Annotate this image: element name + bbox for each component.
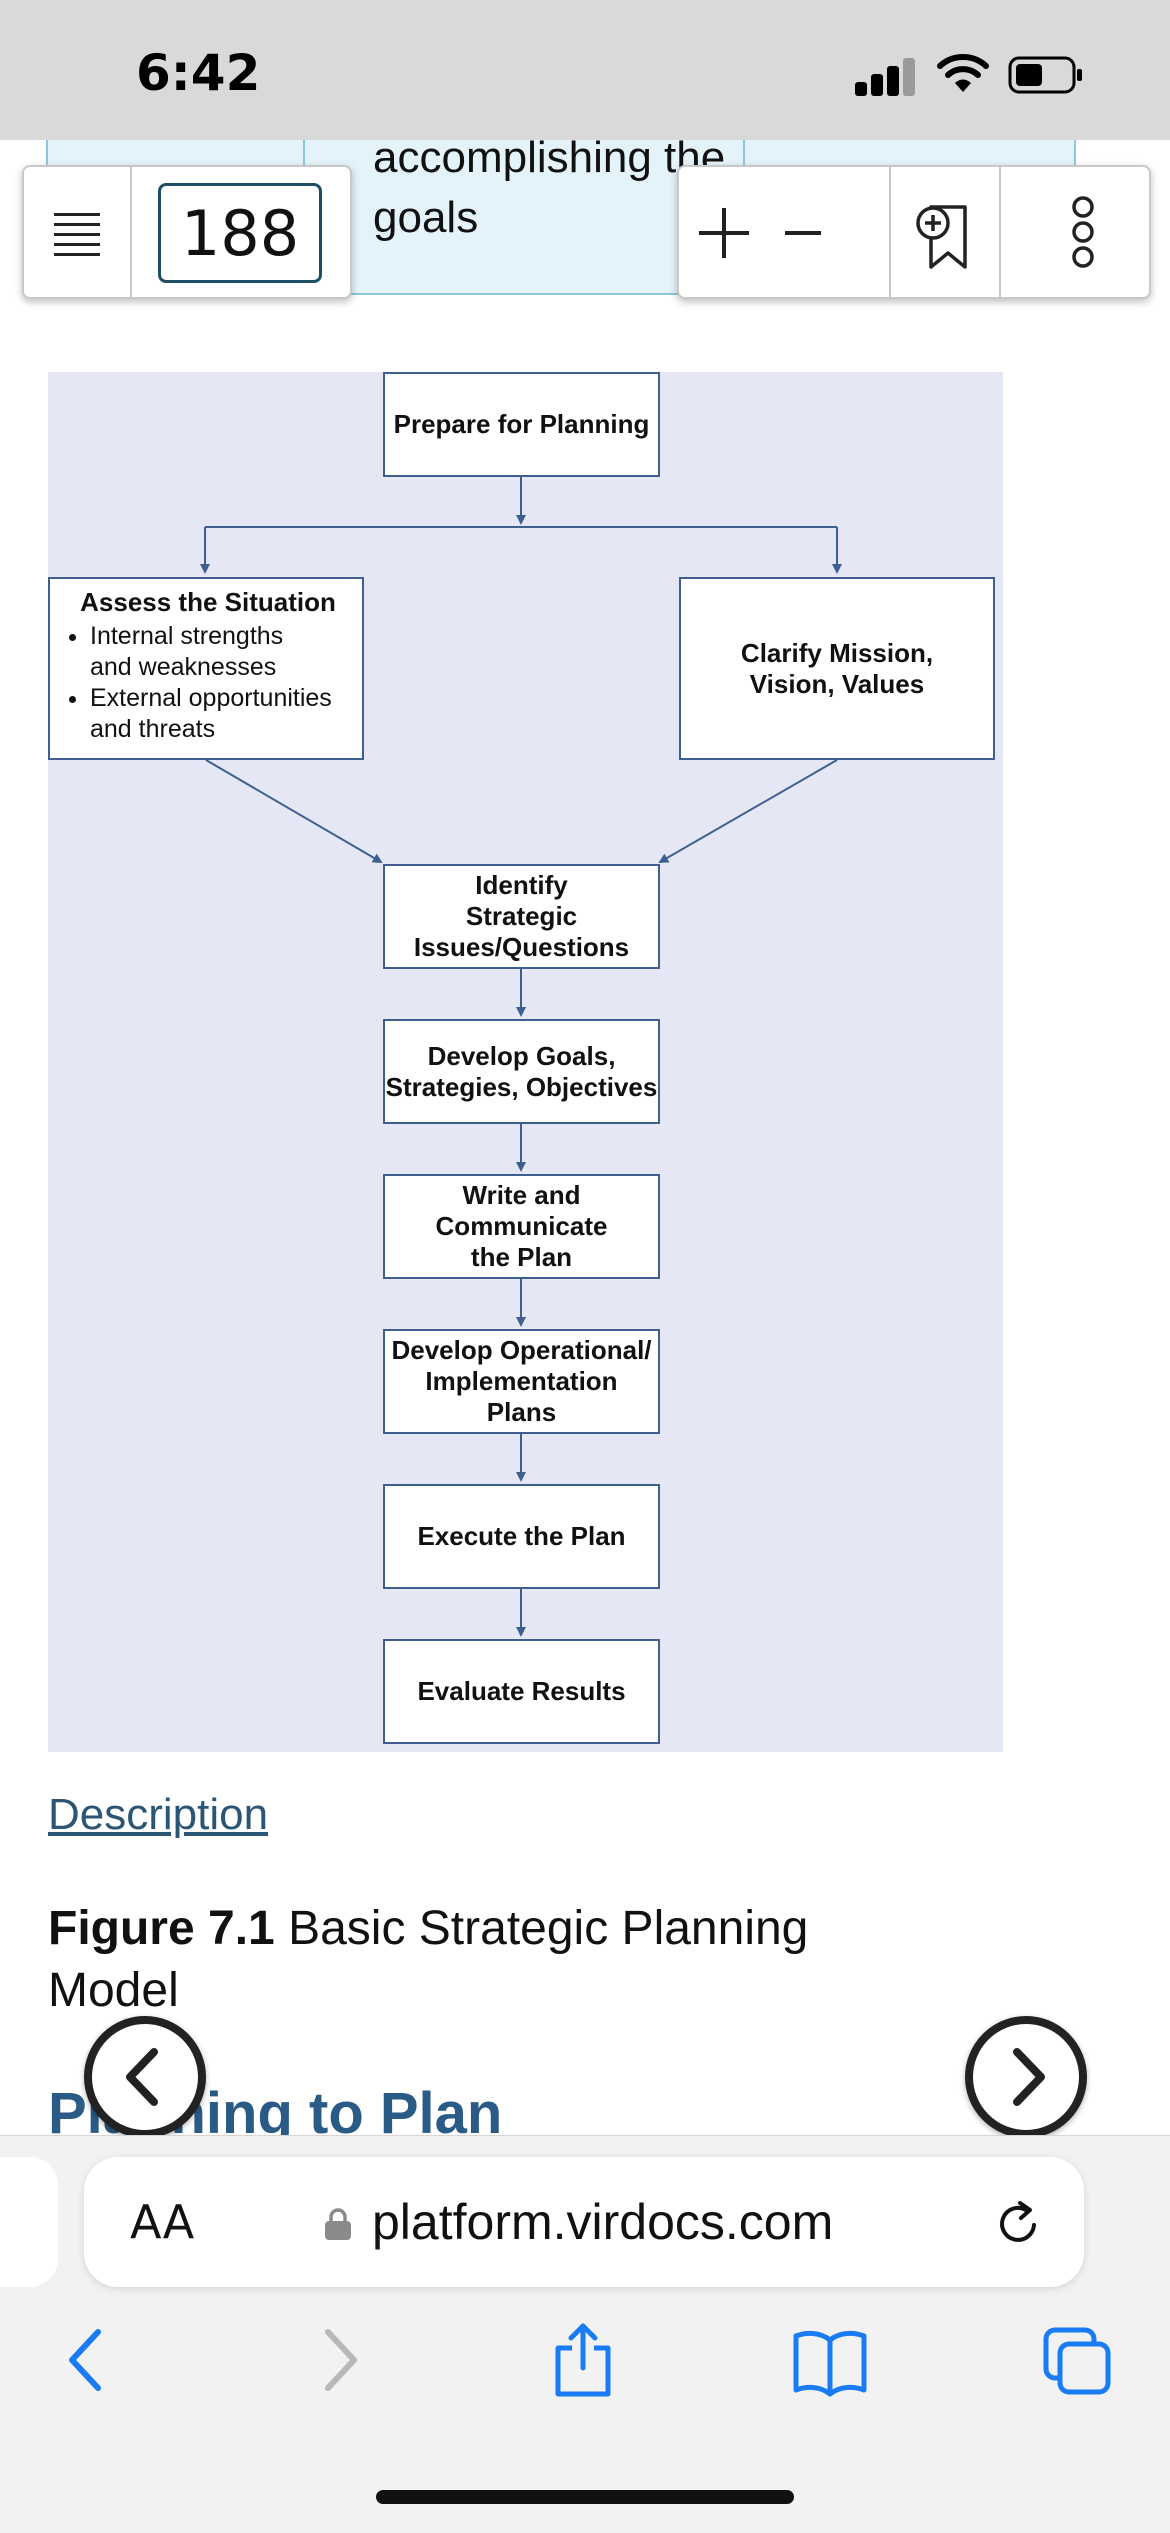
node-identify-strategic-issues: Identify Strategic Issues/Questions [383,864,660,969]
chevron-right-icon [1013,2048,1045,2106]
reader-toolbar-left: 188 [22,165,352,299]
forward-icon[interactable] [310,2320,370,2400]
table-cell-text: accomplishing the goals [373,140,726,242]
lock-icon [325,2208,351,2240]
reader-toolbar-right [677,165,1151,299]
description-link[interactable]: Description [48,1790,269,1839]
menu-button[interactable] [24,167,132,297]
diagram-connectors [200,475,842,1637]
node-develop-operational-plans: Develop Operational/ Implementation Plan… [383,1329,660,1434]
assess-title: Assess the Situation [80,587,336,617]
more-icon [1072,196,1094,268]
zoom-in-button[interactable] [679,167,763,297]
reader-aa-button[interactable]: AA [130,2195,195,2249]
node-assess-the-situation: Assess the Situation Internal strengths … [48,577,364,760]
caption-text: Basic Strategic Planning Model [48,1902,809,2017]
caption-label: Figure 7.1 [48,1902,275,1955]
chevron-left-icon [126,2048,158,2106]
zoom-out-button[interactable] [763,167,847,297]
assess-bullet-internal: Internal strengths and weaknesses [90,621,352,683]
zoom-in-icon [699,208,749,258]
battery-icon [1008,56,1082,94]
page-content[interactable]: accomplishing the goals [0,140,1170,2135]
zoom-out-icon [785,231,821,235]
assess-bullet-external: External opportunities and threats [90,683,352,745]
strategic-planning-diagram: Prepare for Planning Assess the Situatio… [48,372,1003,1752]
previous-tab-preview[interactable] [0,2157,58,2287]
bookmark-add-icon [916,205,967,269]
address-bar[interactable]: AA platform.virdocs.com [84,2157,1084,2287]
previous-page-button[interactable] [84,2016,206,2135]
url-text[interactable]: platform.virdocs.com [372,2194,834,2250]
bookmark-add-button[interactable] [891,167,999,297]
more-options-button[interactable] [1001,167,1147,297]
figure-caption: Figure 7.1 Basic Strategic Planning Mode… [48,1898,948,2022]
node-write-communicate: Write and Communicate the Plan [383,1174,660,1279]
node-develop-goals: Develop Goals, Strategies, Objectives [383,1019,660,1124]
cellular-signal-icon [855,56,915,96]
next-page-button[interactable] [965,2016,1087,2135]
node-clarify-mission: Clarify Mission, Vision, Values [679,577,995,760]
page-number-input[interactable]: 188 [158,183,322,283]
tabs-icon[interactable] [1040,2320,1116,2400]
node-prepare-for-planning: Prepare for Planning [383,372,660,477]
node-execute-plan: Execute the Plan [383,1484,660,1589]
reload-icon[interactable] [990,2195,1046,2251]
home-indicator[interactable] [376,2490,794,2504]
bookmarks-icon[interactable] [790,2320,870,2400]
status-bar: 6:42 [0,0,1170,140]
share-icon[interactable] [548,2320,618,2400]
wifi-icon [937,54,989,92]
status-time: 6:42 [136,44,261,102]
node-evaluate-results: Evaluate Results [383,1639,660,1744]
back-icon[interactable] [56,2320,116,2400]
